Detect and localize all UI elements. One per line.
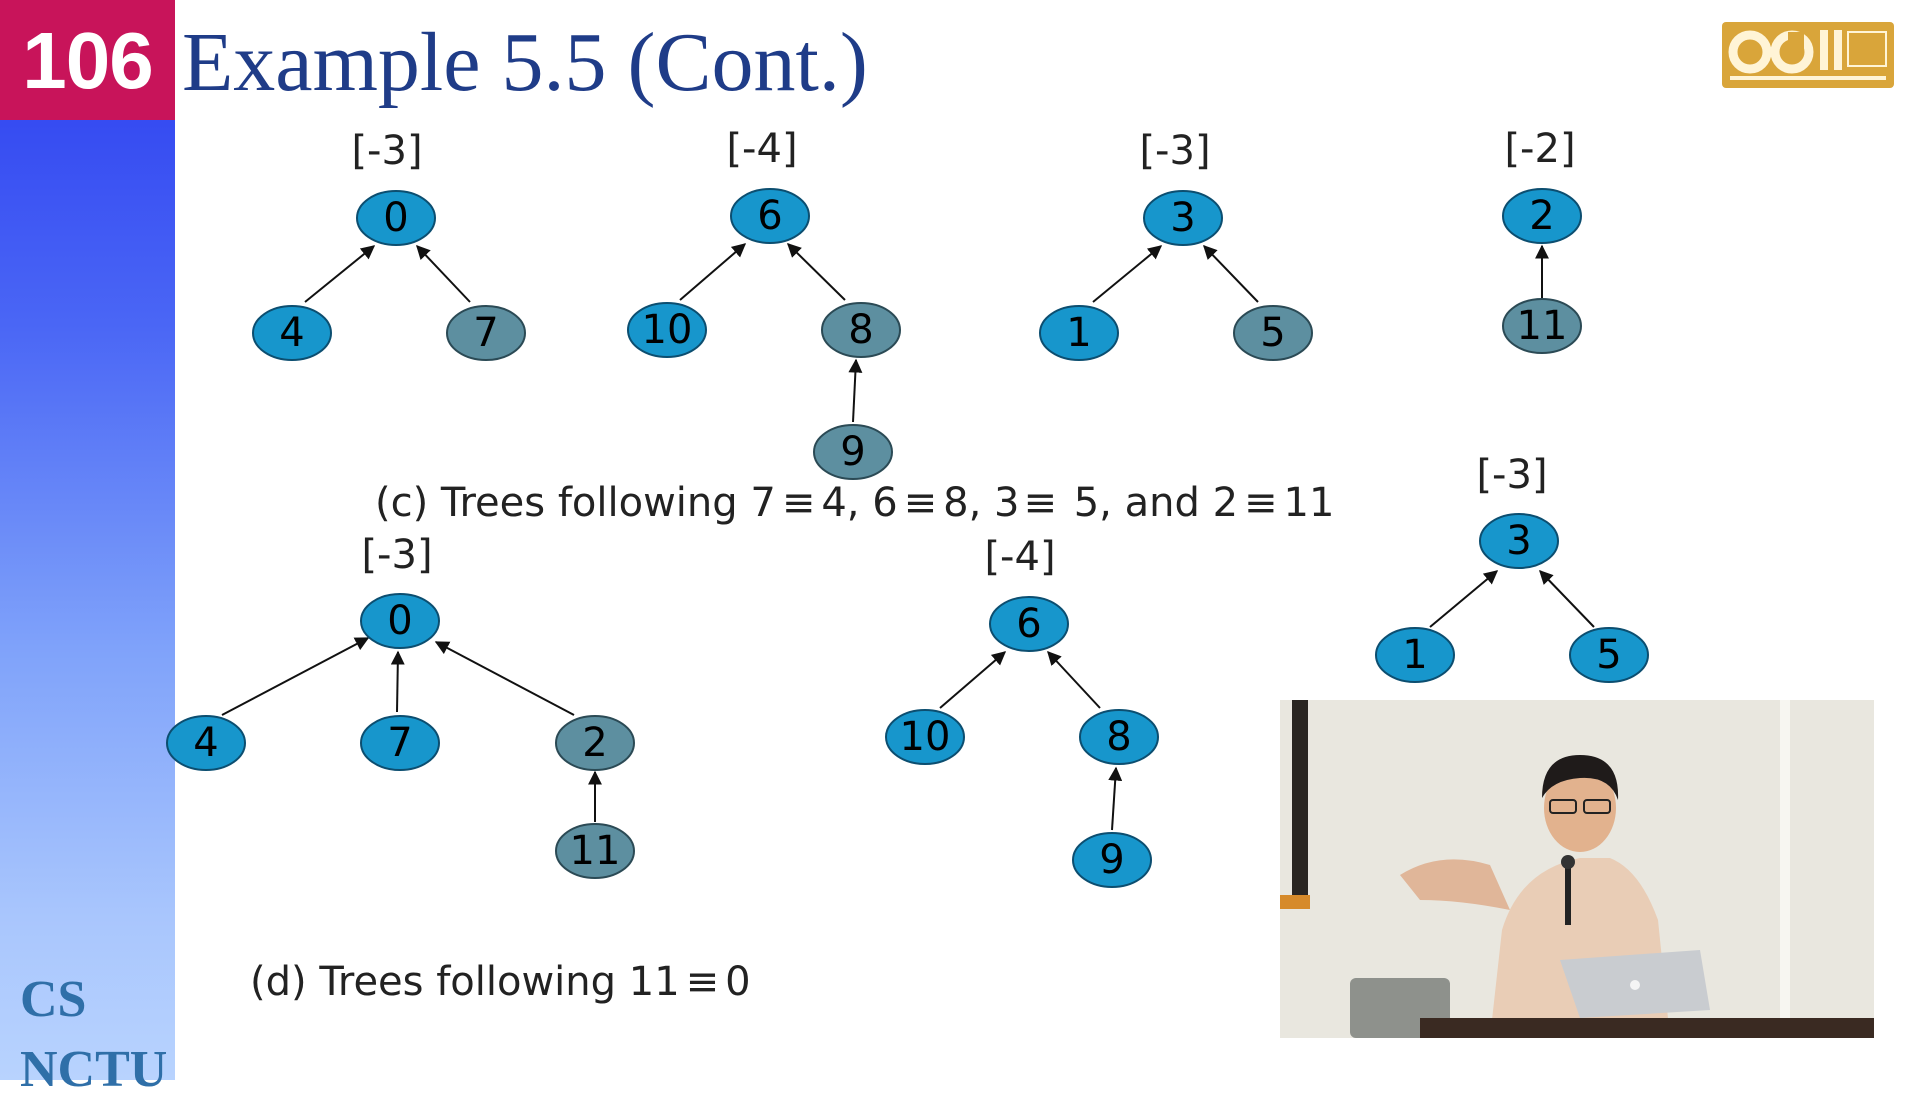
tree-c2-node-5: 5 [1233, 305, 1313, 361]
svg-text:3: 3 [1506, 518, 1531, 564]
tree-d1-weight-label: [-4] [984, 534, 1055, 580]
tree-c1-weight-label: [-4] [726, 126, 797, 172]
svg-text:6: 6 [757, 193, 782, 239]
edge-9-to-8-d [1108, 766, 1123, 831]
tree-c1-node-6: 6 [730, 188, 810, 244]
svg-text:0: 0 [387, 598, 412, 644]
svg-text:10: 10 [642, 307, 693, 353]
tree-c0-node-7: 7 [446, 305, 526, 361]
edge-10-to-6-d [939, 651, 1007, 709]
svg-text:1: 1 [1066, 310, 1091, 356]
tree-d0-node-7: 7 [360, 715, 440, 771]
svg-text:10: 10 [900, 714, 951, 760]
edge-8-to-6-d [1047, 650, 1101, 709]
edge-10-to-6 [679, 243, 747, 301]
tree-d0-weight-label: [-3] [361, 532, 432, 578]
sidebar-cs-text: CS [20, 971, 87, 1028]
svg-text:8: 8 [848, 307, 873, 353]
slide-number: 106 [0, 0, 175, 120]
caption-d: (d) Trees following 11≡0 [250, 959, 751, 1005]
edge-5-to-3 [1203, 244, 1259, 303]
edge-4-to-0-d [221, 637, 370, 716]
tree-d2-node-3: 3 [1479, 513, 1559, 569]
svg-text:9: 9 [1099, 837, 1124, 883]
tree-d0-node-4: 4 [166, 715, 246, 771]
tree-c2-weight-label: [-3] [1139, 128, 1210, 174]
tree-c0-node-0: 0 [356, 190, 436, 246]
caption-c: (c) Trees following 7≡4, 6≡8, 3≡ 5, and … [375, 480, 1334, 526]
svg-text:7: 7 [387, 720, 412, 766]
edge-7-to-0-d [390, 650, 405, 713]
edge-5-to-3-d [1539, 569, 1595, 628]
edge-1-to-3 [1092, 245, 1163, 303]
svg-text:2: 2 [1529, 193, 1554, 239]
ocw-logo [1722, 22, 1894, 88]
slide-title: Example 5.5 (Cont.) [182, 16, 868, 109]
tree-c0-weight-label: [-3] [351, 128, 422, 174]
edge-8-to-6 [787, 243, 846, 301]
svg-text:0: 0 [383, 195, 408, 241]
svg-text:7: 7 [473, 310, 498, 356]
tree-c2-node-1: 1 [1039, 305, 1119, 361]
svg-text:4: 4 [279, 310, 304, 356]
lecturer-video-overlay [1280, 700, 1874, 1038]
edge-1-to-3-d [1429, 570, 1499, 628]
tree-d2-node-5: 5 [1569, 627, 1649, 683]
svg-text:5: 5 [1260, 310, 1285, 356]
tree-d1-node-10: 10 [885, 709, 965, 765]
svg-text:1: 1 [1402, 632, 1427, 678]
svg-text:5: 5 [1596, 632, 1621, 678]
tree-d1-node-6: 6 [989, 596, 1069, 652]
edge-7-to-0 [416, 244, 471, 303]
tree-c1-node-9: 9 [813, 424, 893, 480]
tree-c3-node-11: 11 [1502, 298, 1582, 354]
edge-4-to-0 [304, 245, 376, 303]
tree-d1-node-9: 9 [1072, 832, 1152, 888]
svg-text:8: 8 [1106, 714, 1131, 760]
tree-c3-node-2: 2 [1502, 188, 1582, 244]
svg-text:11: 11 [1517, 303, 1568, 349]
tree-d2-weight-label: [-3] [1476, 452, 1547, 498]
tree-c2-node-3: 3 [1143, 190, 1223, 246]
tree-c1-node-8: 8 [821, 302, 901, 358]
tree-d0-node-11: 11 [555, 823, 635, 879]
tree-d0-node-0: 0 [360, 593, 440, 649]
svg-text:3: 3 [1170, 195, 1195, 241]
svg-text:4: 4 [193, 720, 218, 766]
svg-text:11: 11 [570, 828, 621, 874]
svg-text:9: 9 [840, 429, 865, 475]
tree-d0-node-2: 2 [555, 715, 635, 771]
tree-d1-node-8: 8 [1079, 709, 1159, 765]
tree-c3-weight-label: [-2] [1504, 126, 1575, 172]
tree-d2-node-1: 1 [1375, 627, 1455, 683]
svg-text:6: 6 [1016, 601, 1041, 647]
tree-c1-node-10: 10 [627, 302, 707, 358]
edge-9-to-8 [848, 358, 863, 423]
tree-c0-node-4: 4 [252, 305, 332, 361]
svg-text:2: 2 [582, 720, 607, 766]
edge-2-to-0-d [434, 641, 575, 716]
